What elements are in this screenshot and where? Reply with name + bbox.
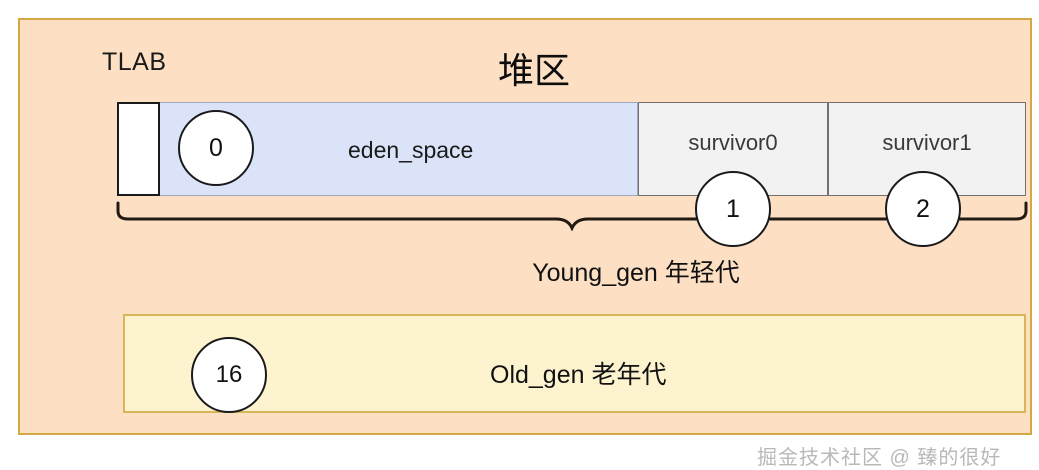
watermark-text: 掘金技术社区 @ 臻的很好 [757,447,1002,469]
tlab-label: TLAB [102,48,167,76]
survivor1-label: survivor1 [882,130,972,155]
old-gen-label: Old_gen 老年代 [490,361,667,389]
old-gen-block [123,314,1026,413]
tlab-block [117,102,160,196]
survivor0-label: survivor0 [688,130,778,155]
marker-circle-1: 1 [695,171,771,247]
marker-circle-16: 16 [191,337,267,413]
marker-circle-2: 2 [885,171,961,247]
marker-circle-0: 0 [178,110,254,186]
heap-region-frame: TLAB 堆区 eden_space survivor0 survivor1 0… [18,18,1032,469]
young-gen-brace-icon [116,201,1028,231]
heap-title: 堆区 [498,50,571,91]
eden-space-label: eden_space [348,137,474,163]
young-gen-label: Young_gen 年轻代 [532,259,740,287]
